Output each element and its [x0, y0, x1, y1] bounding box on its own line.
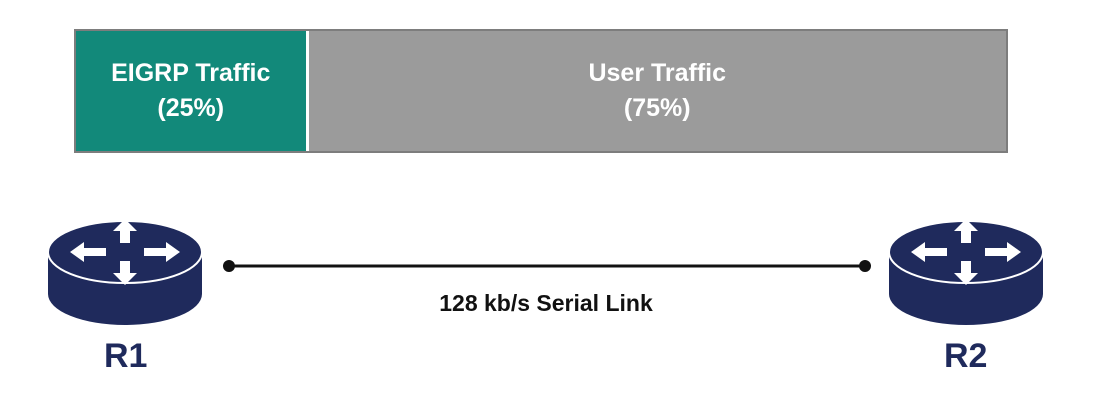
- serial-link-endpoint-r2: [859, 260, 871, 272]
- user-traffic-label: User Traffic: [588, 59, 727, 87]
- eigrp-traffic-label: EIGRP Traffic: [111, 59, 271, 87]
- router-arrows: [70, 219, 180, 285]
- eigrp-traffic-segment: EIGRP Traffic (25%): [76, 31, 309, 151]
- router-label-r2: R2: [944, 337, 988, 375]
- router-icon: [47, 219, 203, 325]
- eigrp-traffic-percent: (25%): [157, 94, 225, 122]
- router-label-r1: R1: [104, 337, 148, 375]
- serial-link: [223, 260, 871, 272]
- user-traffic-segment: User Traffic (75%): [308, 31, 1006, 151]
- serial-link-endpoint-r1: [223, 260, 235, 272]
- serial-link-label: 128 kb/s Serial Link: [439, 290, 653, 316]
- user-traffic-percent: (75%): [623, 94, 691, 122]
- router-icon: [888, 219, 1044, 325]
- bandwidth-allocation-bar: EIGRP Traffic (25%) User Traffic (75%): [74, 29, 1008, 153]
- router-arrows: [911, 219, 1021, 285]
